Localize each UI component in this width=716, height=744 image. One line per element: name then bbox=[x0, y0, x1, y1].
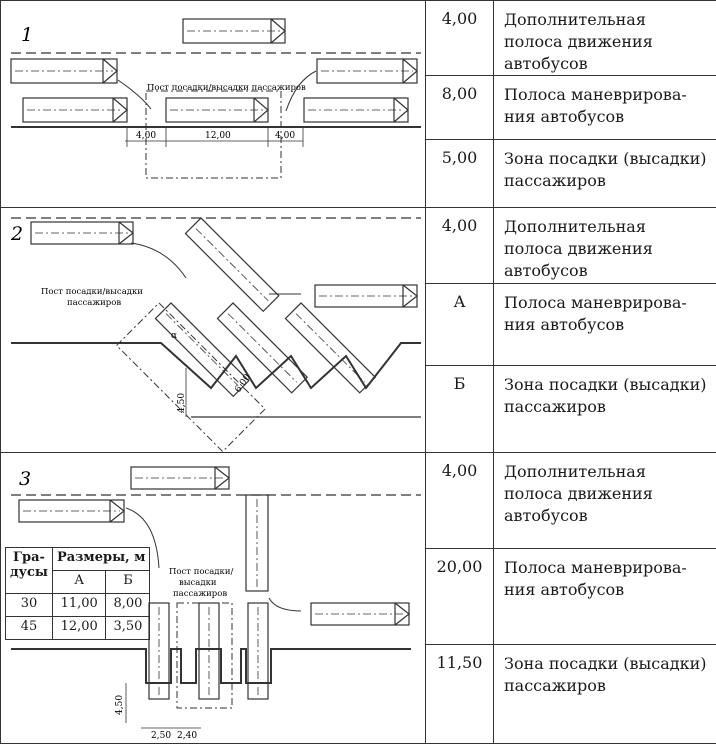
row-2-value-3: Б bbox=[426, 366, 494, 453]
row-2-desc-2: Полоса маневрирова-ния автобусов bbox=[494, 284, 716, 366]
row-2-desc-3: Зона посадки (высадки) пассажиров bbox=[494, 366, 716, 453]
figure-3-dim-1: 4,50 bbox=[115, 695, 125, 715]
figure-1-cell: 1 Пост посадки/высадки пассажиров 4,00 1… bbox=[1, 1, 426, 208]
figure-2-post-label-1: Пост посадки/высадки bbox=[41, 287, 143, 297]
figure-2-dim-2: 6,00 bbox=[233, 372, 253, 394]
figure-1-diagram: 1 Пост посадки/высадки пассажиров 4,00 1… bbox=[1, 1, 426, 196]
row-3-desc-2: Полоса маневрирова-ния автобусов bbox=[494, 549, 716, 645]
figure-3-dim-3: 2,40 bbox=[177, 731, 197, 741]
row-3-desc-1: Дополнительная полоса движения автобусов bbox=[494, 453, 716, 549]
row-2-value-1: 4,00 bbox=[426, 208, 494, 284]
figure-3-number: 3 bbox=[19, 468, 31, 490]
figure-3-diagram: 3 Пост посадки/ высадки пассажиров 4,50 … bbox=[1, 453, 426, 744]
figure-2-angle: α bbox=[171, 331, 177, 341]
row-1-value-1: 4,00 bbox=[426, 1, 494, 76]
row-3-desc-3: Зона посадки (высадки) пассажиров bbox=[494, 645, 716, 744]
row-1-desc-3: Зона посадки (высадки) пассажиров bbox=[494, 140, 716, 208]
figure-2-post-label-2: пассажиров bbox=[67, 298, 121, 308]
figure-3-post-label-3: пассажиров bbox=[173, 589, 227, 599]
row-1-value-2: 8,00 bbox=[426, 76, 494, 140]
figure-3-cell: 3 Пост посадки/ высадки пассажиров 4,50 … bbox=[1, 453, 426, 744]
figure-2-cell: 2 Пост посадки/высадки пассажиров α 4,50… bbox=[1, 208, 426, 453]
row-1-value-3: 5,00 bbox=[426, 140, 494, 208]
figure-1-dim-1: 4,00 bbox=[136, 131, 156, 141]
row-1-desc-2: Полоса маневрирова-ния автобусов bbox=[494, 76, 716, 140]
figure-3-post-label-1: Пост посадки/ bbox=[169, 567, 234, 577]
row-1-desc-1: Дополнительная полоса движения автобусов bbox=[494, 1, 716, 76]
row-2-value-2: А bbox=[426, 284, 494, 366]
row-3-value-1: 4,00 bbox=[426, 453, 494, 549]
figure-2-diagram: 2 Пост посадки/высадки пассажиров α 4,50… bbox=[1, 208, 426, 453]
row-3-value-2: 20,00 bbox=[426, 549, 494, 645]
row-2-desc-1: Дополнительная полоса движения автобусов bbox=[494, 208, 716, 284]
figure-1-number: 1 bbox=[21, 24, 33, 46]
figure-2-number: 2 bbox=[10, 223, 23, 245]
figure-2-dim-1: 4,50 bbox=[177, 393, 187, 413]
figure-3-post-label-2: высадки bbox=[179, 578, 217, 588]
figure-3-dim-2: 2,50 bbox=[151, 731, 171, 741]
figure-1-dim-3: 4,00 bbox=[275, 131, 295, 141]
figure-1-post-label: Пост посадки/высадки пассажиров bbox=[147, 83, 306, 93]
row-3-value-3: 11,50 bbox=[426, 645, 494, 744]
figure-1-dim-2: 12,00 bbox=[205, 131, 231, 141]
